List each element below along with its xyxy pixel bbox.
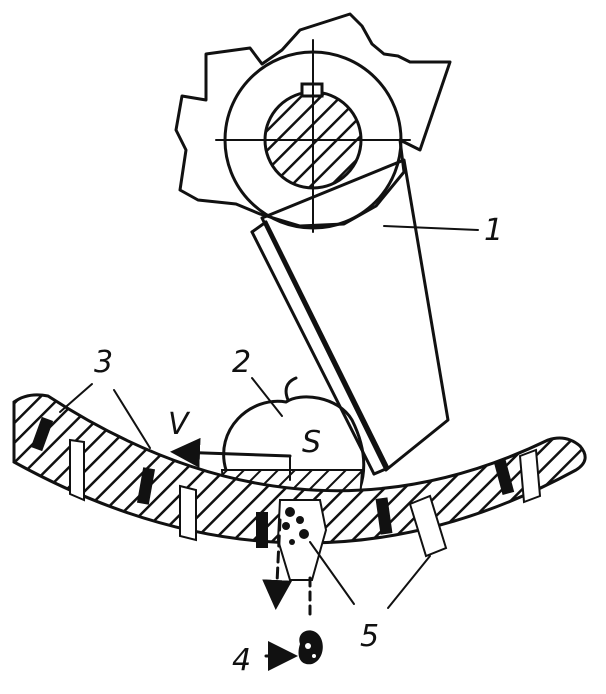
part-1-arm [250,158,450,476]
falling-particles [262,518,323,671]
label-point-s: S [302,425,321,460]
label-part-1: 1 [484,213,503,248]
label-part-3: 3 [94,345,113,380]
part-5-opening [276,499,328,581]
label-part-4: 4 [232,643,251,678]
pins [30,416,515,548]
label-part-5: 5 [360,619,379,654]
hub [215,39,411,233]
label-part-2: 2 [232,345,251,380]
velocity-arrow [170,437,292,481]
leader-lines [59,225,479,609]
label-velocity: V [168,407,191,442]
drum-segment [12,393,587,558]
